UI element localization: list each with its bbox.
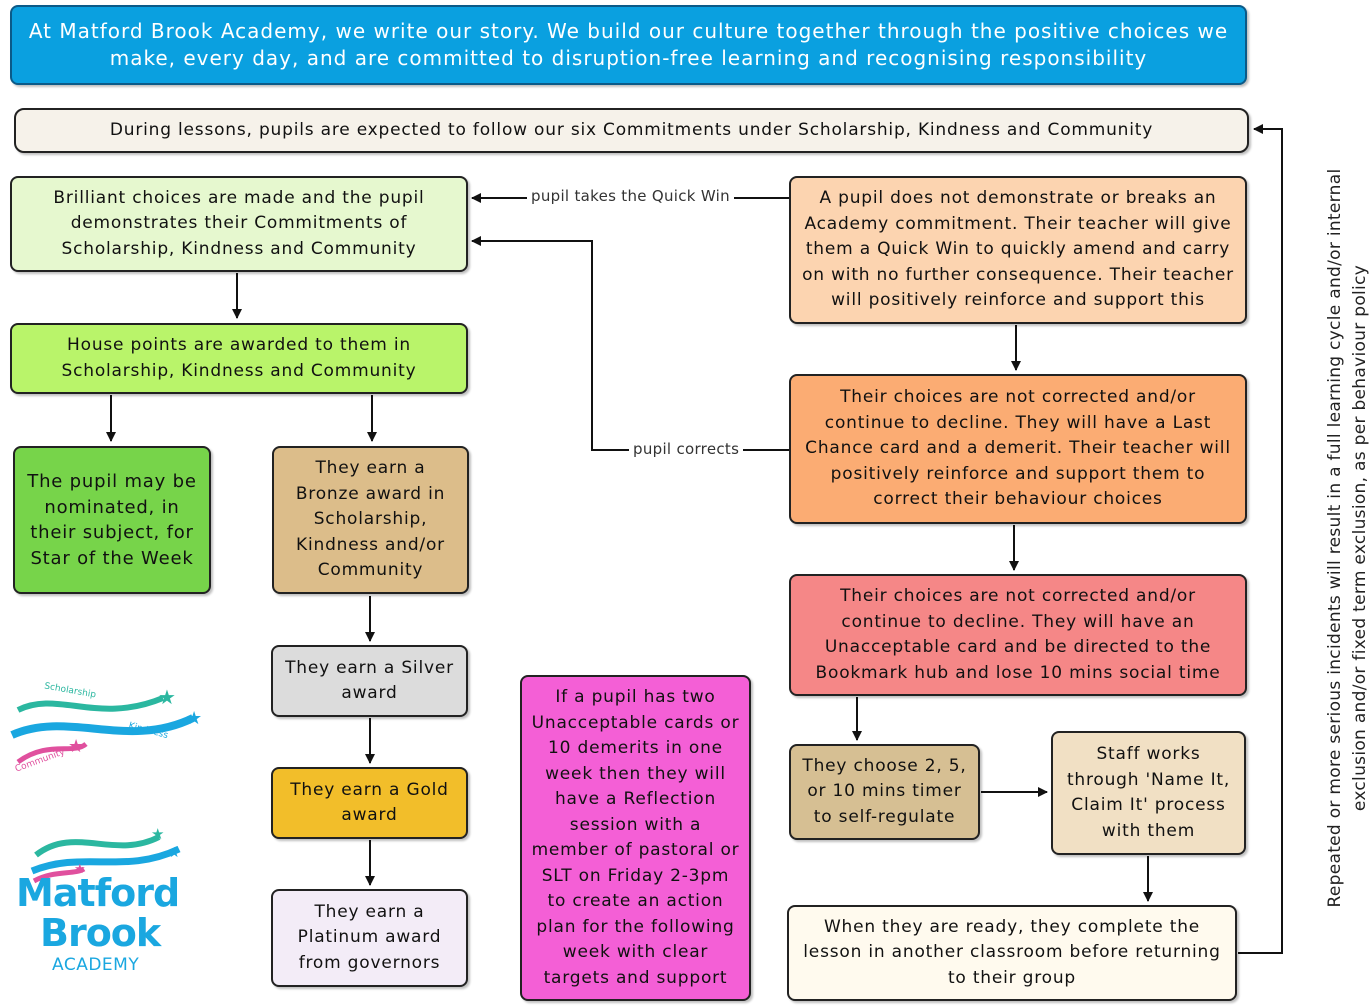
svg-text:★: ★: [168, 845, 181, 861]
academy-logo: ★ ★ ★ Matford Brook ACADEMY: [14, 825, 194, 985]
box-quick-win: A pupil does not demonstrate or breaks a…: [789, 176, 1247, 324]
svg-text:★: ★: [186, 708, 202, 729]
box-house-points: House points are awarded to them in Scho…: [10, 323, 468, 394]
logo-matford-text: Matford: [16, 871, 180, 915]
logo-brook-text: Brook: [40, 911, 161, 955]
box-unacceptable-card: Their choices are not corrected and/or c…: [789, 574, 1247, 696]
svg-text:★: ★: [74, 862, 86, 877]
side-note-serious-incidents: Repeated or more serious incidents will …: [1325, 168, 1370, 908]
box-platinum-award: They earn a Platinum award from governor…: [271, 889, 468, 987]
commitments-waves-graphic: ★ ★ ★: [10, 685, 202, 765]
edge-label-quick-win: pupil takes the Quick Win: [527, 187, 734, 205]
edge-label-pupil-corrects: pupil corrects: [629, 440, 744, 458]
arrow-ready-to-intro: [1238, 124, 1283, 954]
box-reflection-session: If a pupil has two Unacceptable cards or…: [520, 675, 751, 1001]
commitments-logo: ★ ★ ★ Scholarship Kindness Community: [8, 680, 208, 780]
academy-logo-waves: ★ ★ ★: [30, 825, 181, 884]
box-silver-award: They earn a Silver award: [271, 645, 468, 717]
box-star-of-week: The pupil may be nominated, in their sub…: [13, 446, 211, 594]
logo-academy-text: ACADEMY: [52, 955, 140, 975]
header-banner: At Matford Brook Academy, we write our s…: [10, 5, 1247, 85]
box-brilliant-choices: Brilliant choices are made and the pupil…: [10, 176, 468, 272]
svg-text:★: ★: [158, 685, 176, 709]
arrow-corrects-to-brilliant: [471, 236, 790, 451]
box-self-regulate-timer: They choose 2, 5, or 10 mins timer to se…: [789, 744, 980, 840]
intro-commitments: During lessons, pupils are expected to f…: [14, 108, 1249, 153]
box-return-to-group: When they are ready, they complete the l…: [787, 905, 1237, 1001]
box-name-it-claim-it: Staff works through 'Name It, Claim It' …: [1051, 731, 1246, 855]
box-bronze-award: They earn a Bronze award in Scholarship,…: [272, 446, 469, 594]
svg-text:★: ★: [68, 736, 84, 757]
box-last-chance: Their choices are not corrected and/or c…: [789, 374, 1247, 524]
box-gold-award: They earn a Gold award: [271, 767, 468, 839]
svg-text:★: ★: [151, 825, 164, 843]
